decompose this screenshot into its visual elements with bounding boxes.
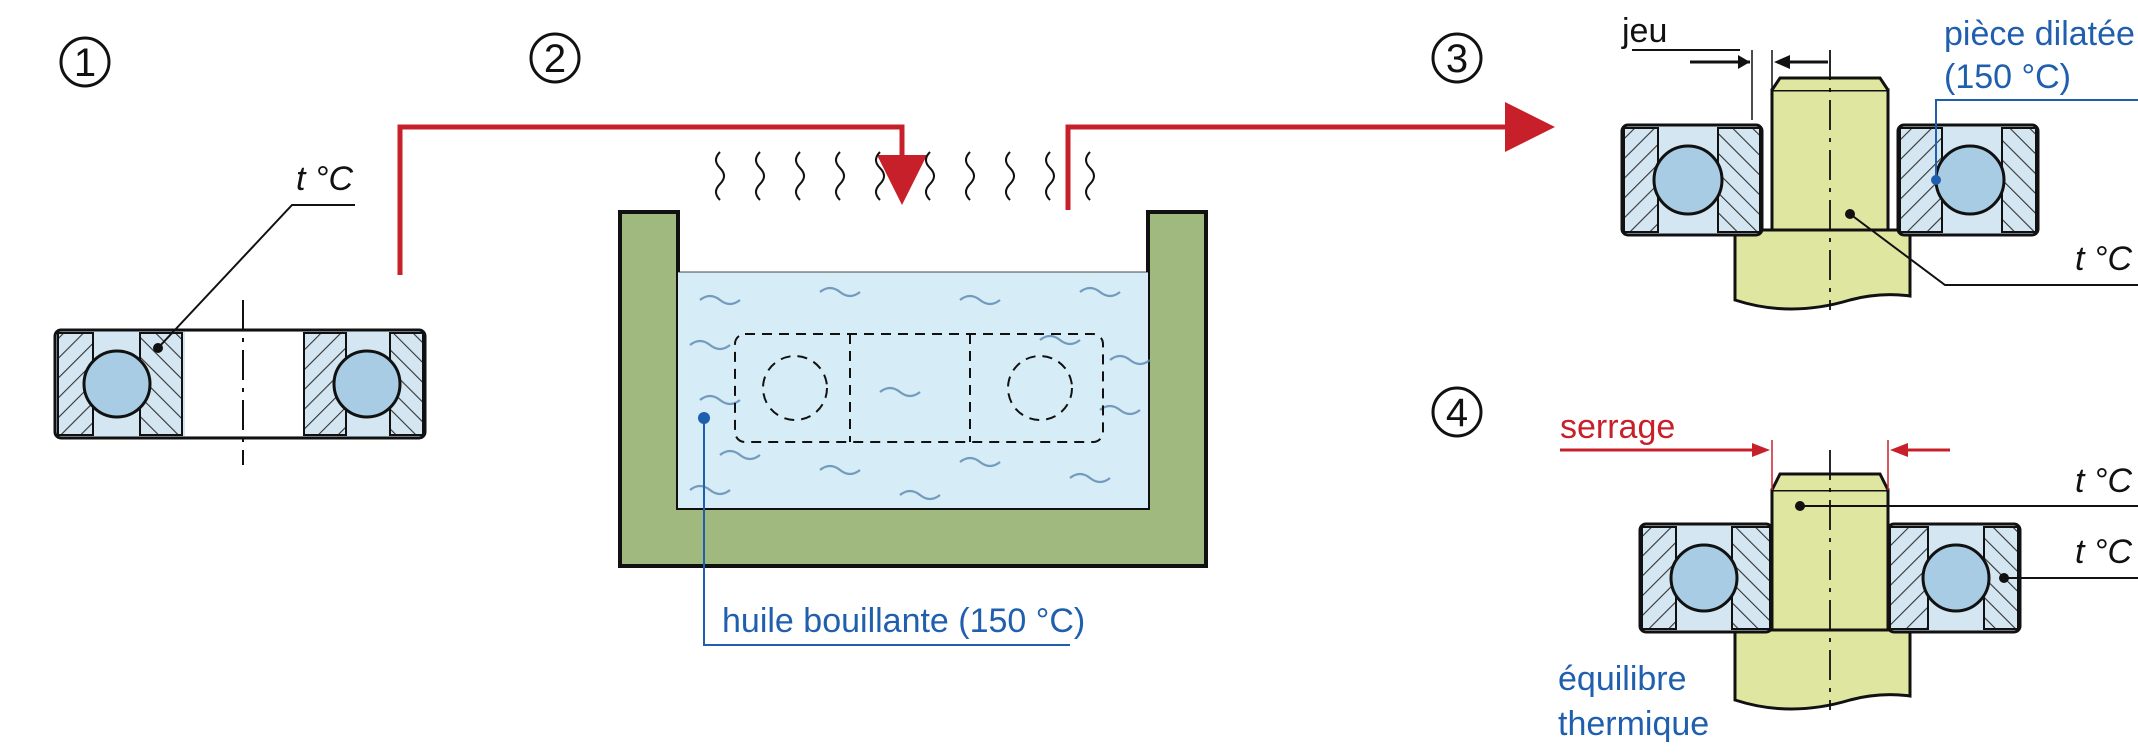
bearing-step-1 <box>53 204 427 465</box>
shaft-step-4 <box>1733 450 1912 711</box>
step-3-number: 3 <box>1446 37 1468 81</box>
label-hot-oil: huile bouillante (150 °C) <box>722 602 1085 640</box>
oil-label-leader <box>698 412 1070 646</box>
label-temp-shaft-step-4: t °C <box>2075 462 2132 500</box>
step-1-marker: 1 <box>59 36 111 88</box>
expanded-part-leader <box>1931 99 2138 185</box>
ring-temp-leader-step-4 <box>1999 573 2138 583</box>
step-3-marker: 3 <box>1431 32 1483 84</box>
flow-arrow-out-of-bath <box>1065 102 1555 210</box>
oil-waves <box>689 286 1151 501</box>
label-expanded-part-line2: (150 °C) <box>1944 58 2071 96</box>
label-equilibrium-line1: équilibre <box>1558 660 1687 698</box>
step-2-marker: 2 <box>529 32 581 84</box>
step-1-number: 1 <box>74 41 96 85</box>
step-2-number: 2 <box>544 37 566 81</box>
label-equilibrium-line2: thermique <box>1558 705 1709 743</box>
label-interference: serrage <box>1560 408 1675 446</box>
oil-bath <box>618 210 1208 568</box>
shaft-temp-leader-step-4 <box>1795 501 2138 511</box>
flow-arrow-into-bath <box>397 124 927 275</box>
label-temp-ring-step-4: t °C <box>2075 533 2132 571</box>
bearing-step-4 <box>1638 522 2022 634</box>
interference-dimension <box>1560 440 1950 490</box>
label-temp-step-1: t °C <box>296 160 353 198</box>
label-clearance: jeu <box>1621 12 1667 50</box>
steam-lines <box>715 151 1095 201</box>
label-expanded-part-line1: pièce dilatée <box>1944 15 2135 53</box>
step-4-number: 4 <box>1446 391 1468 435</box>
step-4-marker: 4 <box>1431 386 1483 438</box>
shaft-temp-leader-step-3 <box>1845 209 2138 286</box>
submerged-bearing <box>734 333 1104 443</box>
shaft-step-3 <box>1733 50 1912 311</box>
clearance-dimension <box>1632 49 1828 120</box>
label-temp-shaft-step-3: t °C <box>2075 240 2132 278</box>
